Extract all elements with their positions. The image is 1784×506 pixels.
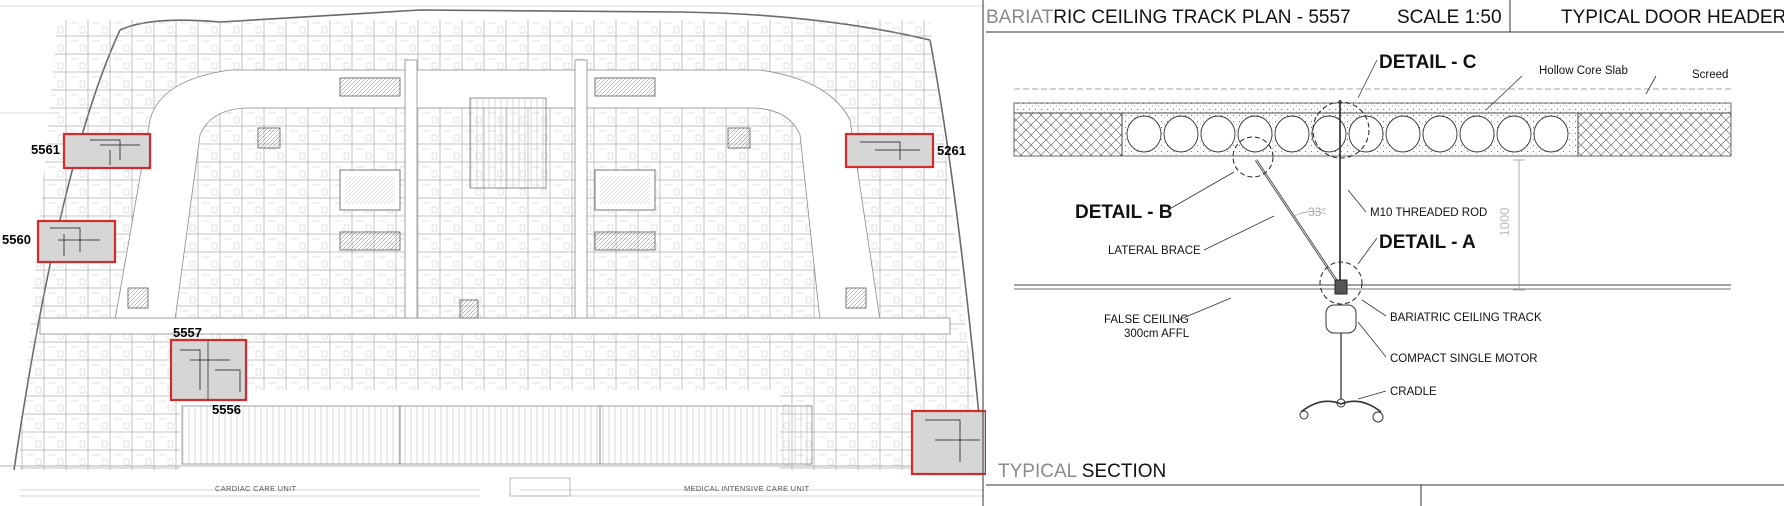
room-label-5556: 5556 <box>212 402 241 417</box>
plan-title-dark: RIC CEILING TRACK PLAN - 5557 <box>1053 7 1350 28</box>
brace-angle: 33° <box>1308 205 1326 219</box>
hollow-core-slab <box>1013 88 1732 157</box>
note-lateral-brace: LATERAL BRACE <box>1108 245 1201 257</box>
note-ceiling-track: BARIATRIC CEILING TRACK <box>1390 312 1542 324</box>
detail-c-label: DETAIL - C <box>1379 52 1477 73</box>
leaders <box>1165 59 1657 400</box>
section-title-dark: SECTION <box>1077 461 1167 482</box>
scale-label: SCALE 1:50 <box>1397 7 1502 28</box>
section-title-grey: TYPICAL <box>998 461 1077 482</box>
plan-title: BARIATRIC CEILING TRACK PLAN - 5557 <box>986 7 1351 28</box>
room-5557[interactable]: 5557 5556 <box>169 325 248 417</box>
note-screed: Screed <box>1692 69 1728 81</box>
room-label-5561: 5561 <box>31 142 60 157</box>
detail-a-label: DETAIL - A <box>1379 232 1476 253</box>
note-cradle: CRADLE <box>1390 386 1437 398</box>
room-label-5557: 5557 <box>173 325 202 340</box>
lift-assembly[interactable] <box>1299 279 1384 423</box>
room-unlabeled-highlight[interactable] <box>910 409 986 476</box>
room-label-5261: 5261 <box>937 143 966 158</box>
unit-label-micu: MEDICAL INTENSIVE CARE UNIT <box>684 484 809 493</box>
note-hollow-core-slab: Hollow Core Slab <box>1539 65 1628 77</box>
section-title: TYPICAL SECTION <box>986 461 1784 506</box>
room-5561[interactable]: 5561 <box>31 132 152 170</box>
corridors <box>39 59 951 335</box>
room-label-5560: 5560 <box>2 232 31 247</box>
lower-wing <box>181 405 813 497</box>
section-title-text: TYPICAL SECTION <box>998 461 1166 482</box>
title-bar: BARIATRIC CEILING TRACK PLAN - 5557 SCAL… <box>986 0 1784 33</box>
door-header-title: TYPICAL DOOR HEADER <box>1561 7 1784 28</box>
dimension-value: 1000 <box>1497 208 1512 237</box>
room-5261[interactable]: 5261 <box>844 132 966 169</box>
room-5560[interactable]: 5560 <box>2 219 117 264</box>
plan-title-grey: BARIAT <box>986 7 1054 28</box>
suspension: 33° <box>1254 100 1341 282</box>
detail-circles <box>1232 101 1370 305</box>
false-ceiling <box>1014 284 1731 290</box>
detail-b-label: DETAIL - B <box>1075 202 1172 223</box>
section-detail: BARIATRIC CEILING TRACK PLAN - 5557 SCAL… <box>986 0 1784 506</box>
central-core <box>127 77 867 319</box>
unit-labels: CARDIAC CARE UNIT MEDICAL INTENSIVE CARE… <box>20 484 984 497</box>
note-threaded-rod: M10 THREADED ROD <box>1370 207 1487 219</box>
note-motor: COMPACT SINGLE MOTOR <box>1390 353 1538 365</box>
unit-label-cardiac: CARDIAC CARE UNIT <box>215 484 296 493</box>
note-false-ceiling-2: 300cm AFFL <box>1124 328 1190 340</box>
dimension-1000: 1000 <box>1497 159 1525 291</box>
floor-plan: CARDIAC CARE UNIT MEDICAL INTENSIVE CARE… <box>0 0 986 506</box>
note-false-ceiling-1: FALSE CEILING <box>1104 314 1189 326</box>
